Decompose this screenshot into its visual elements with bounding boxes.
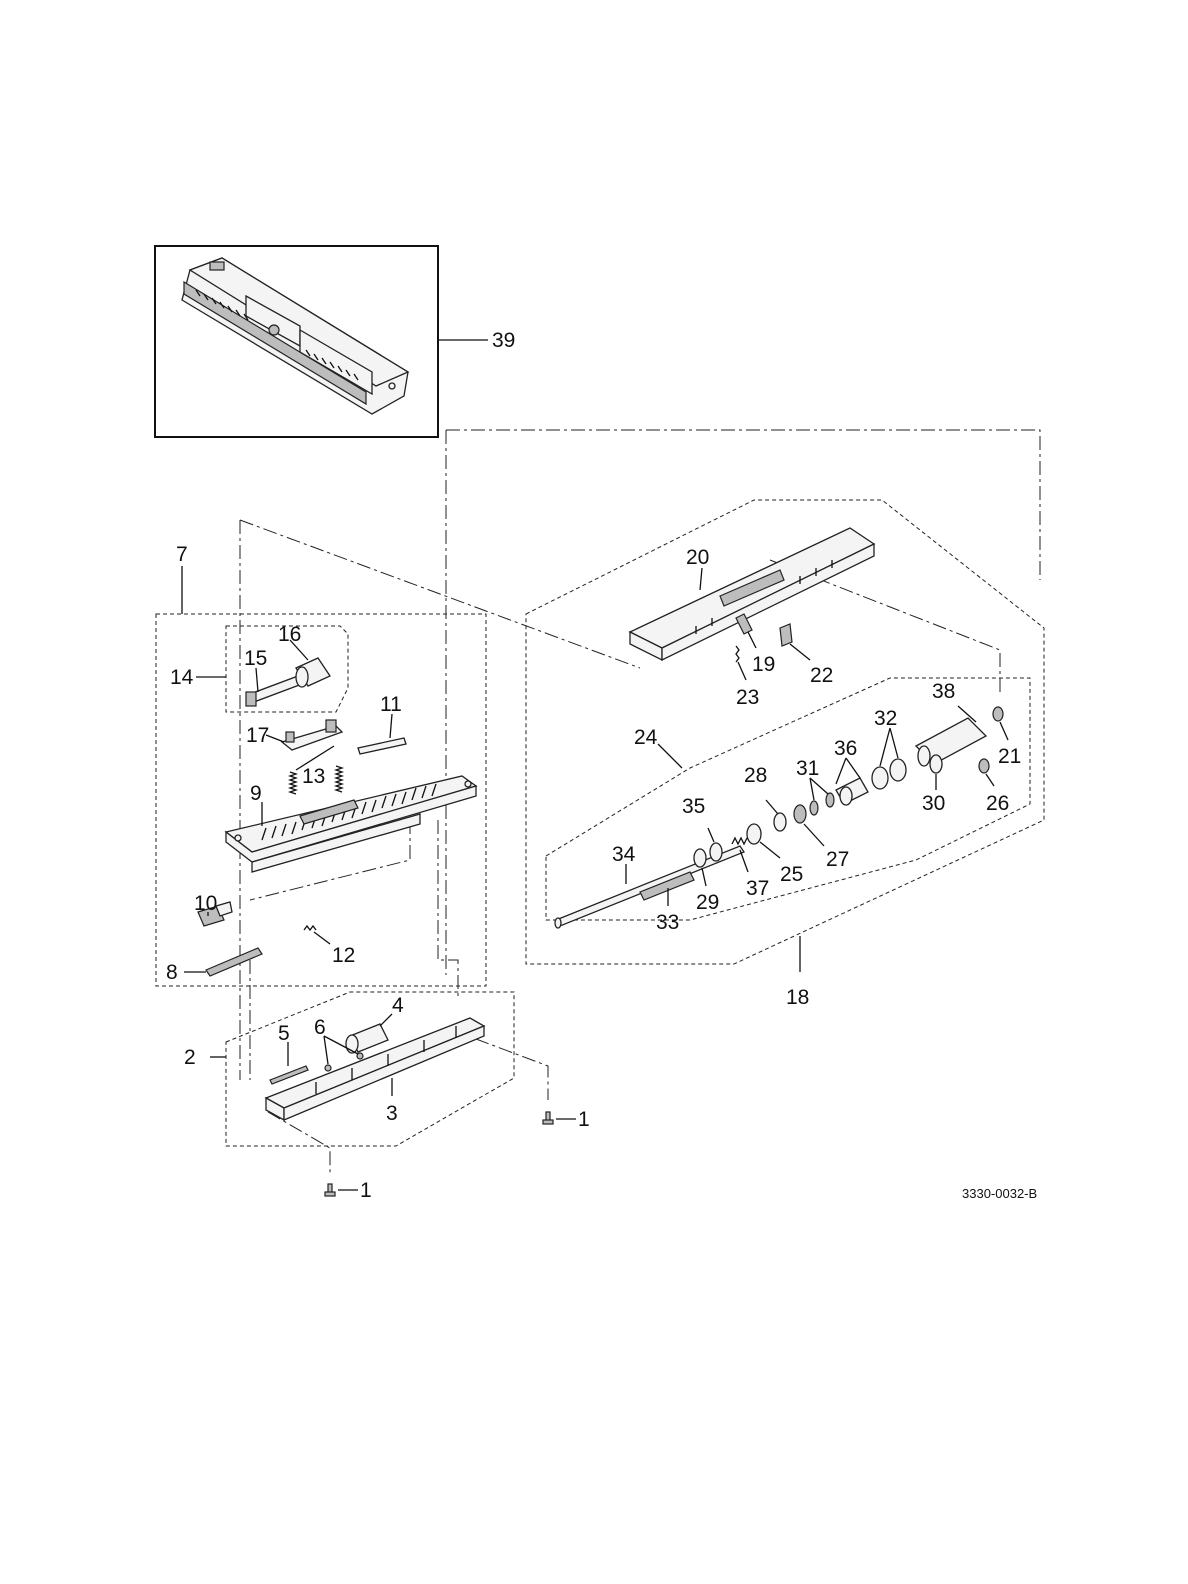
callout-22: 22 — [810, 664, 833, 687]
callout-13: 13 — [302, 765, 325, 788]
callout-11: 11 — [380, 693, 402, 716]
part-1-screw-right — [543, 1112, 553, 1124]
part-5-pin — [270, 1066, 308, 1084]
group-7: 7 14 15 16 17 11 — [156, 543, 486, 986]
callout-27: 27 — [826, 848, 849, 871]
callout-34: 34 — [612, 843, 636, 866]
callout-10: 10 — [194, 892, 217, 915]
callout-28: 28 — [744, 764, 767, 787]
callout-35: 35 — [682, 795, 705, 818]
part-37-spring — [732, 838, 747, 844]
part-15-shaft — [246, 676, 302, 706]
part-29-ring — [694, 849, 706, 867]
callout-25: 25 — [780, 863, 803, 886]
part-12-spring — [304, 926, 316, 930]
callout-16: 16 — [278, 623, 301, 646]
callout-2: 2 — [184, 1046, 196, 1069]
callout-3: 3 — [386, 1102, 398, 1125]
callout-23: 23 — [736, 686, 759, 709]
part-30-bearing — [930, 755, 942, 773]
document-id: 3330-0032-B — [962, 1186, 1037, 1201]
callout-8: 8 — [166, 961, 178, 984]
part-36-rollers — [836, 778, 868, 805]
part-26-bearing — [979, 759, 989, 773]
callout-29: 29 — [696, 891, 719, 914]
callout-15: 15 — [244, 647, 267, 670]
callout-31: 31 — [796, 757, 819, 780]
screws: 1 1 — [325, 1108, 590, 1202]
callout-6: 6 — [314, 1016, 326, 1039]
assembly-inset: 39 — [155, 246, 515, 437]
group-18: 18 20 19 22 23 — [526, 500, 1044, 1009]
part-32-rollers — [872, 759, 906, 789]
callout-38: 38 — [932, 680, 955, 703]
part-22-arm — [780, 624, 792, 646]
callout-9: 9 — [250, 782, 262, 805]
callout-26: 26 — [986, 792, 1009, 815]
callout-24: 24 — [634, 726, 658, 749]
callout-12: 12 — [332, 944, 355, 967]
group-2: 2 3 4 5 6 — [184, 992, 514, 1146]
callout-14: 14 — [170, 666, 194, 689]
callout-37: 37 — [746, 877, 769, 900]
callout-30: 30 — [922, 792, 945, 815]
part-17-bracket — [282, 720, 342, 750]
callout-17: 17 — [246, 724, 269, 747]
part-28-washer — [774, 813, 786, 831]
part-21-bearing — [993, 707, 1003, 721]
part-23-spring — [736, 646, 739, 662]
callout-36: 36 — [834, 737, 857, 760]
callout-21: 21 — [998, 745, 1021, 768]
callout-18: 18 — [786, 986, 809, 1009]
part-25-gear — [747, 824, 761, 844]
callout-1-right: 1 — [578, 1108, 590, 1131]
part-38-guide — [916, 718, 986, 766]
callout-7: 7 — [176, 543, 188, 566]
callout-1-left: 1 — [360, 1179, 372, 1202]
part-35-bushing — [710, 843, 722, 861]
callout-19: 19 — [752, 653, 775, 676]
callout-33: 33 — [656, 911, 679, 934]
part-16-roller — [296, 658, 330, 687]
callout-20: 20 — [686, 546, 709, 569]
part-1-screw-left — [325, 1184, 335, 1196]
part-8-actuator — [206, 948, 262, 976]
part-27-collar — [794, 805, 806, 823]
part-4-roller — [346, 1024, 388, 1053]
callout-32: 32 — [874, 707, 897, 730]
callout-5: 5 — [278, 1022, 290, 1045]
callout-39: 39 — [492, 329, 515, 352]
part-11-label — [358, 738, 406, 754]
callout-4: 4 — [392, 994, 404, 1017]
